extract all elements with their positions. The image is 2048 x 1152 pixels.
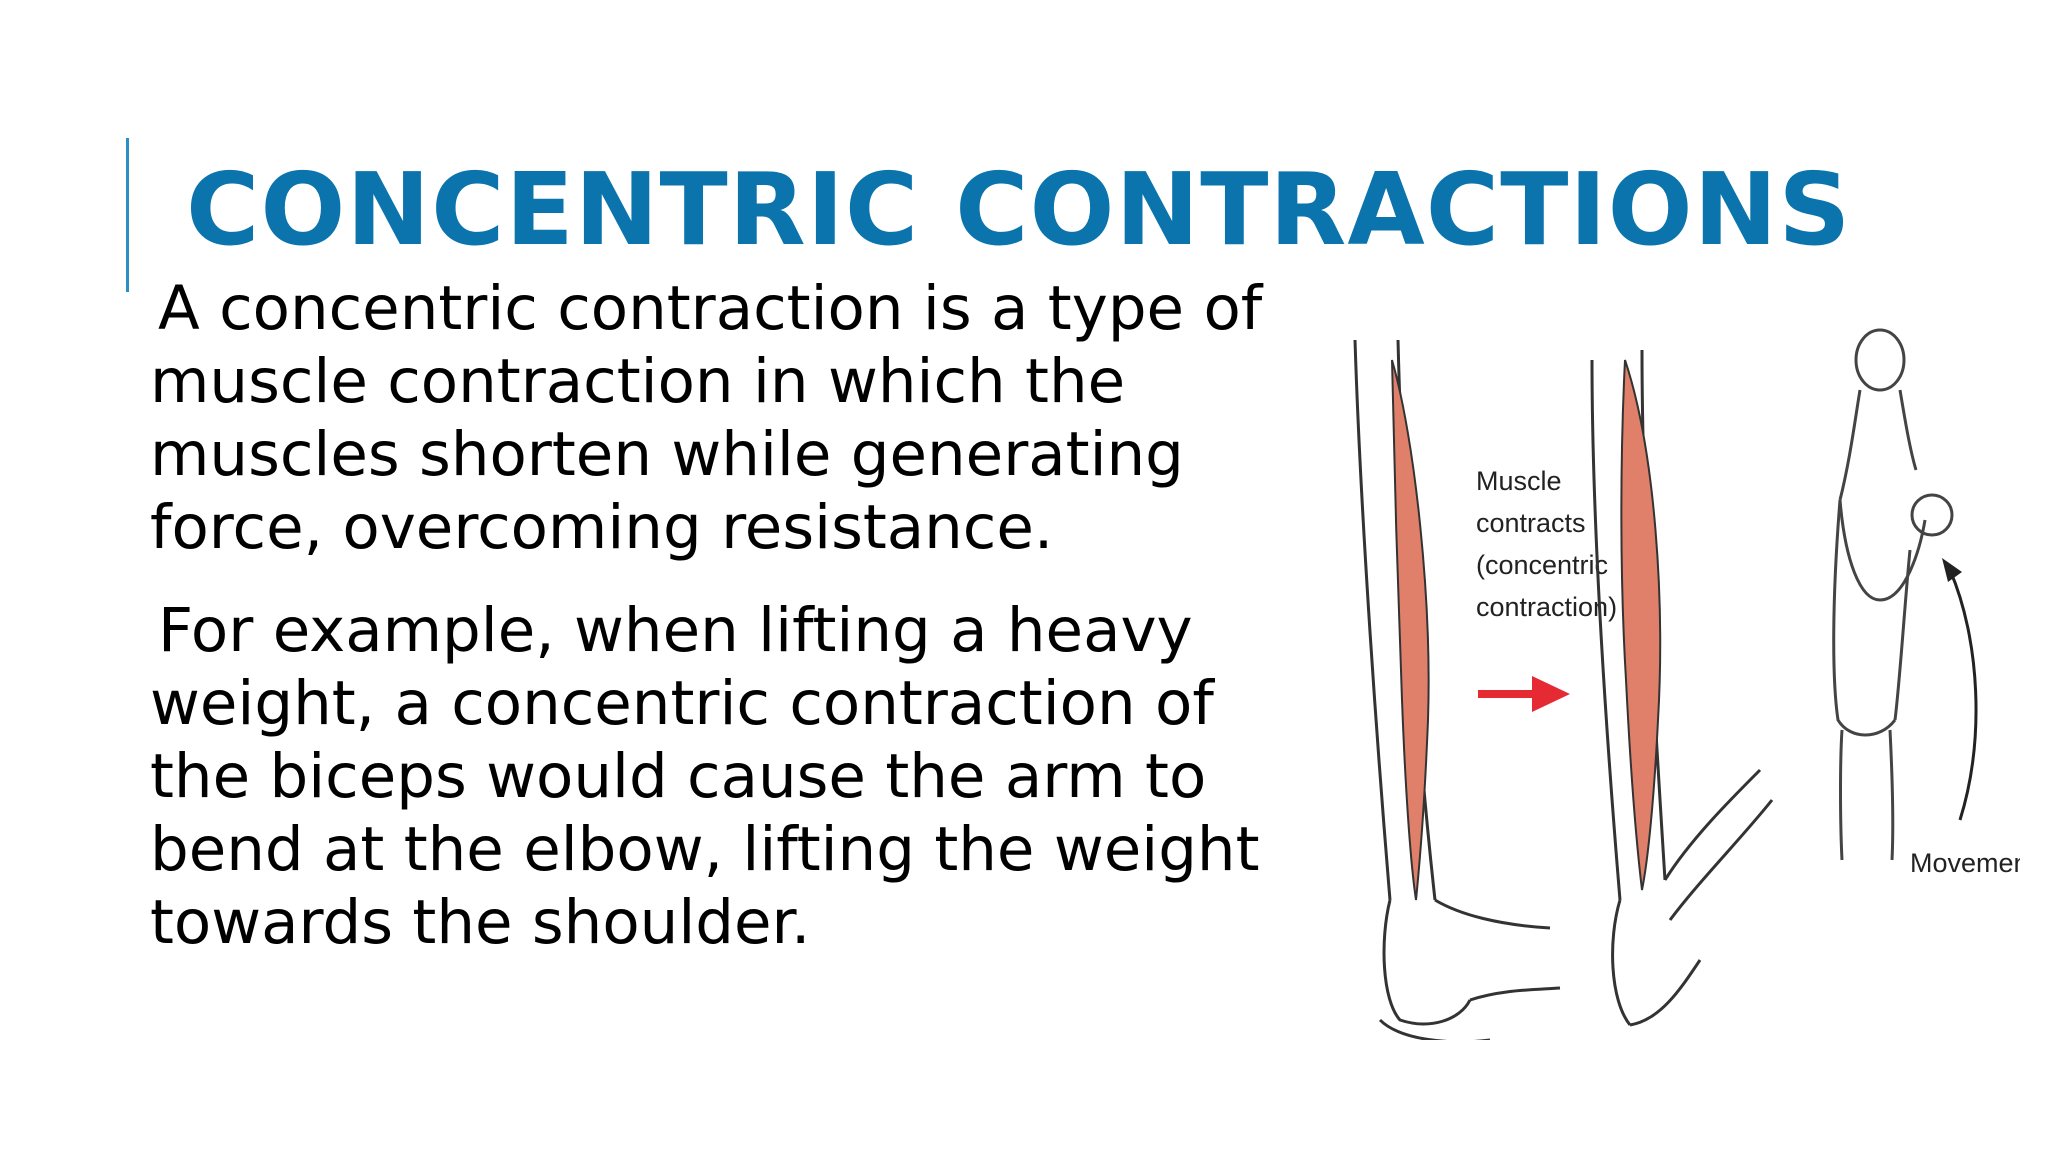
movement-arc-arrow — [1948, 569, 1978, 821]
illustration-svg: Muscle contracts (concentric contraction… — [1353, 328, 2020, 1040]
muscle-contracts-label-line-1: Muscle — [1476, 466, 1562, 496]
person-curling-dumbbell-drawing — [1832, 328, 1954, 861]
muscle-contracts-label-line-4: contraction) — [1476, 592, 1617, 622]
definition-paragraph: A concentric contraction is a type of mu… — [150, 273, 1263, 563]
concentric-contraction-illustration: Muscle contracts (concentric contraction… — [1320, 300, 2020, 1040]
relaxed-biceps-muscle — [1391, 359, 1430, 901]
title-accent-bar — [126, 138, 129, 292]
movement-arrowhead-icon — [1942, 558, 1962, 582]
slide-title: CONCENTRIC CONTRACTIONS — [186, 151, 1852, 268]
red-arrow-icon — [1478, 676, 1570, 712]
slide-body: A concentric contraction is a type of mu… — [150, 272, 1290, 989]
muscle-contracts-label-line-3: (concentric — [1476, 550, 1608, 580]
example-paragraph: For example, when lifting a heavy weight… — [150, 595, 1260, 958]
contracted-arm-drawing — [1590, 349, 1774, 1027]
movement-label: Movement — [1910, 848, 2020, 878]
contracted-biceps-muscle — [1620, 359, 1662, 891]
muscle-contracts-label-line-2: contracts — [1476, 508, 1586, 538]
